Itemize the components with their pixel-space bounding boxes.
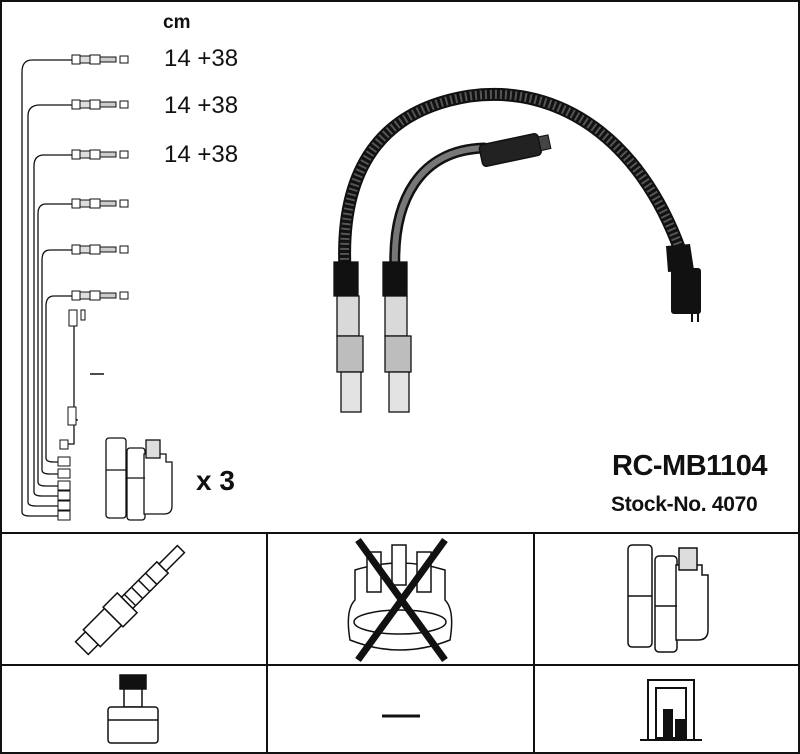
lead-length-label: 14 +38 <box>164 141 239 168</box>
plug-connector-icon <box>107 674 159 744</box>
stock-number: Stock-No. 4070 <box>611 493 758 516</box>
lead-length-label: 14 +38 <box>164 92 239 119</box>
ignition-coil-icon <box>627 544 709 653</box>
distributor-cap-icon <box>347 537 453 663</box>
coil-terminal-icon <box>640 679 702 741</box>
unit-label: cm <box>163 12 191 33</box>
spark-plug-icon <box>74 544 186 656</box>
lead-length-label: 14 +38 <box>164 45 239 72</box>
coil-quantity: x 3 <box>196 465 235 496</box>
lead-end-connectors <box>57 54 129 521</box>
part-number: RC-MB1104 <box>612 450 768 482</box>
